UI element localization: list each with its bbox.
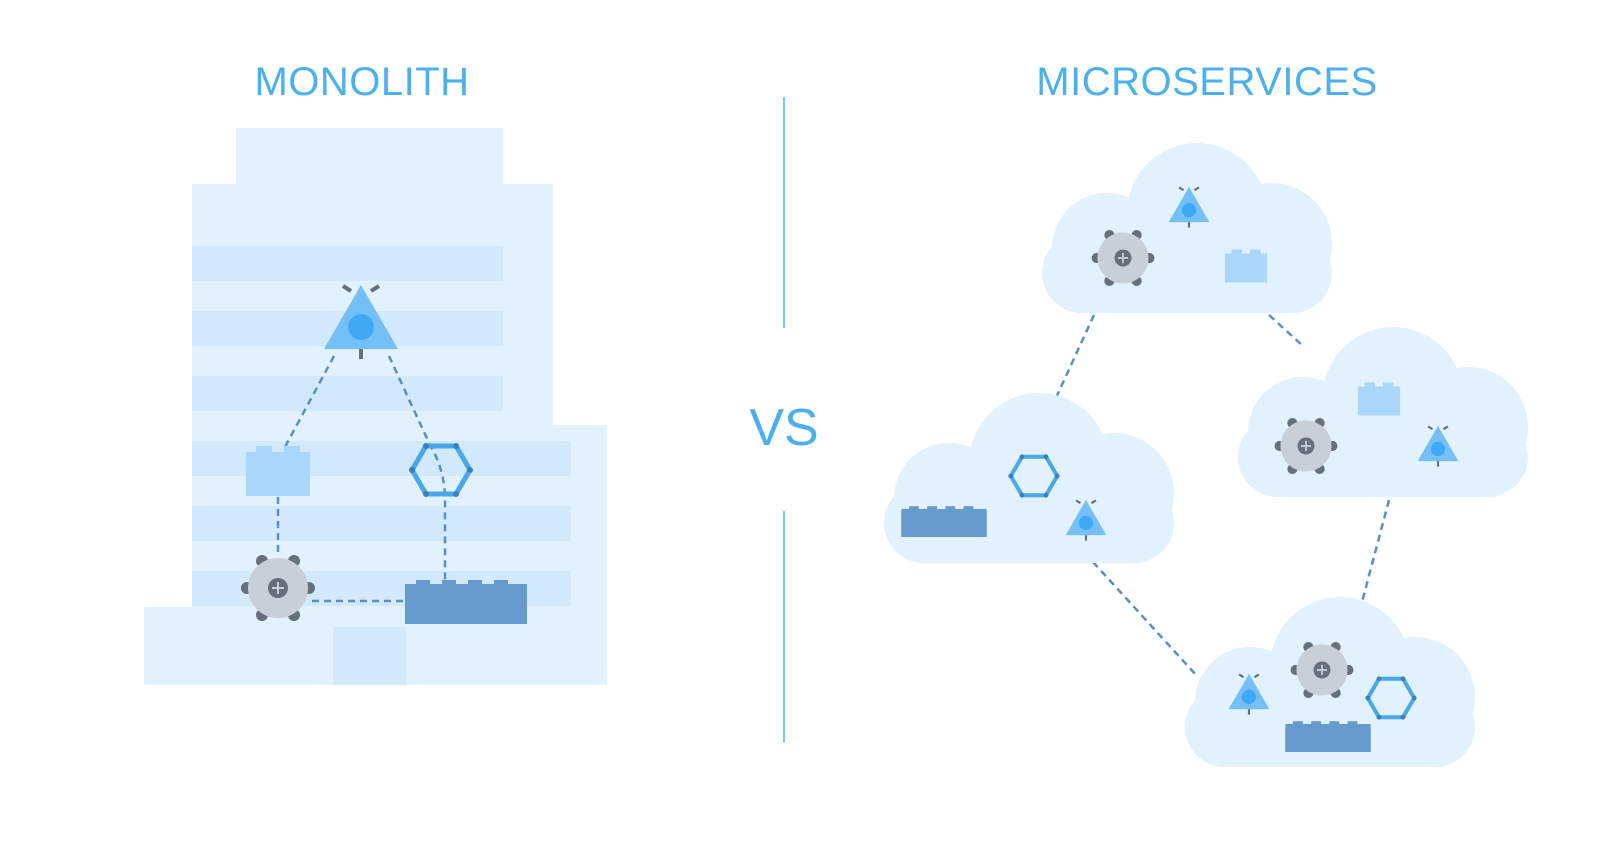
cloud-service-right bbox=[1238, 327, 1528, 497]
cloud-service-left bbox=[884, 393, 1174, 563]
brick-icon bbox=[405, 580, 527, 624]
cloud-service-bottom bbox=[1185, 597, 1475, 767]
monolith-title: MONOLITH bbox=[254, 60, 470, 104]
brick-icon bbox=[1285, 721, 1371, 752]
cloud-icon bbox=[884, 393, 1174, 563]
block-icon bbox=[1357, 382, 1401, 416]
block-icon bbox=[246, 446, 310, 496]
vs-label: VS bbox=[749, 399, 819, 457]
cloud-icon bbox=[1042, 143, 1332, 313]
block-icon bbox=[1224, 249, 1268, 283]
microservices-title: MICROSERVICES bbox=[1036, 60, 1378, 104]
brick-icon bbox=[901, 506, 987, 537]
cloud-service-top bbox=[1042, 143, 1332, 313]
